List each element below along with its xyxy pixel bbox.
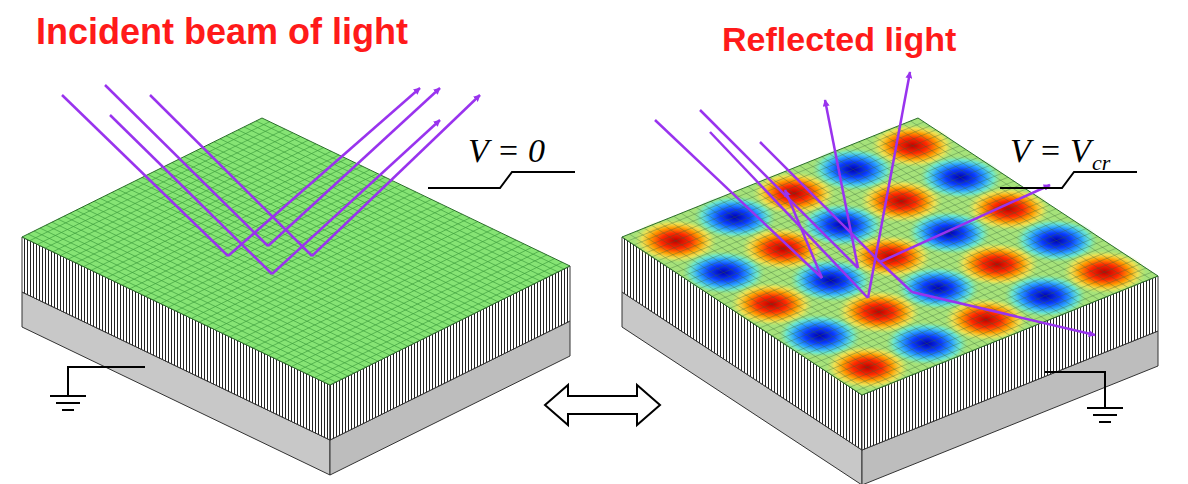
light-rays <box>62 72 1095 335</box>
double-arrow <box>545 385 660 425</box>
electrode-wire <box>428 172 1137 188</box>
heading-label: Incident beam of light <box>36 14 408 50</box>
voltage-label: V = V <box>1010 134 1091 168</box>
subscript-label: cr <box>1092 152 1110 174</box>
left-slab <box>22 118 570 475</box>
heading-label: Reflected light <box>722 22 956 56</box>
voltage-label: V = 0 <box>468 134 545 168</box>
right-slab <box>617 115 1164 484</box>
